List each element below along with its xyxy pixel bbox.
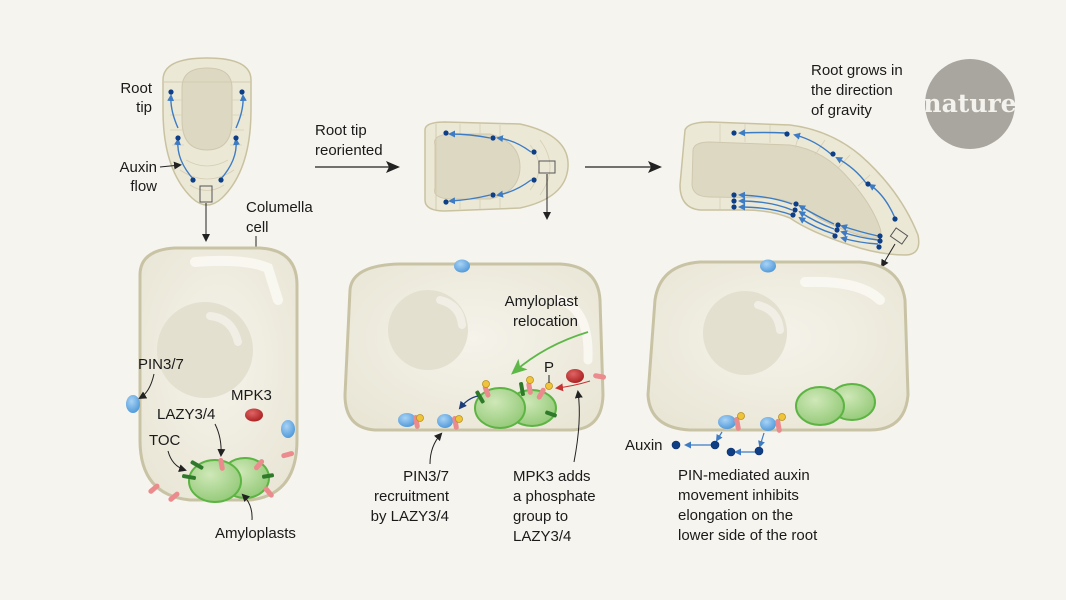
auxin-label: Auxin xyxy=(625,437,663,454)
auxin-dot xyxy=(168,89,174,95)
panel-3-bending-root: Auxin PIN-mediated auxin movement inhibi… xyxy=(625,62,920,544)
toc-label: TOC xyxy=(149,432,181,449)
transition-label-2: reoriented xyxy=(315,142,383,159)
columella-label-2: cell xyxy=(246,219,269,236)
relocation-label-2: relocation xyxy=(513,313,578,330)
pin-recruitment-label-2: recruitment xyxy=(374,488,450,505)
pin-mediated-label-3: elongation on the xyxy=(678,507,793,524)
auxin-molecule xyxy=(754,446,764,456)
auxin-molecule xyxy=(671,440,681,450)
toc-protein xyxy=(190,460,204,470)
auxin-flow-label-1: Auxin xyxy=(119,159,157,176)
lazy-label: LAZY3/4 xyxy=(157,406,215,423)
lazy-protein xyxy=(593,373,607,380)
columella-cell-gravity xyxy=(646,259,910,433)
mpk3-protein xyxy=(566,369,584,383)
amyloplasts xyxy=(474,376,557,429)
relocation-arrow xyxy=(510,331,589,375)
mpk3-label: MPK3 xyxy=(231,387,272,404)
auxin-flow-arrows xyxy=(167,89,247,183)
auxin-molecule xyxy=(726,447,736,457)
phosphate-groups xyxy=(482,376,553,390)
columella-highlight-box xyxy=(538,160,556,174)
auxin-flow-label-2: flow xyxy=(130,178,157,195)
auxin-dot xyxy=(239,89,245,95)
auxin-flow-arrows xyxy=(443,130,537,205)
pin-protein xyxy=(454,259,470,273)
mpk3-adds-label-4: LAZY3/4 xyxy=(513,528,571,545)
nucleus xyxy=(703,291,787,375)
root-tip-label-2: tip xyxy=(136,99,152,116)
mpk3-adds-label-3: group to xyxy=(513,508,568,525)
relocation-label-1: Amyloplast xyxy=(505,293,579,310)
pin-mediated-label-1: PIN-mediated auxin xyxy=(678,467,810,484)
gravity-label-1: Root grows in xyxy=(811,62,903,79)
pin-recruitment-label-3: by LAZY3/4 xyxy=(371,508,449,525)
pin-protein xyxy=(281,420,295,438)
lazy-proteins xyxy=(148,451,295,502)
auxin-dot xyxy=(233,135,239,141)
auxin-efflux xyxy=(671,431,765,457)
auxin-dot xyxy=(175,135,181,141)
auxin-flow-arrows xyxy=(738,129,896,245)
toc-protein xyxy=(181,474,197,480)
root-tip-horizontal xyxy=(424,121,569,220)
root-bending xyxy=(679,121,920,268)
logo-text: nature xyxy=(923,89,1016,118)
pin-label: PIN3/7 xyxy=(138,356,184,373)
panel-1-vertical-root: Root tip Auxin flow Columella cell xyxy=(119,57,313,542)
columella-cell-reoriented xyxy=(343,259,607,432)
pin-lazy-complex xyxy=(718,412,786,433)
columella-highlight-box xyxy=(199,185,213,203)
recruited-pin-lazy-complex xyxy=(398,413,463,430)
nucleus xyxy=(388,290,468,370)
auxin-dots xyxy=(731,130,898,250)
gravity-label-3: of gravity xyxy=(811,102,872,119)
auxin-molecule xyxy=(710,440,720,450)
nucleus xyxy=(157,302,253,398)
root-tip-label-1: Root xyxy=(120,80,153,97)
pin-protein xyxy=(760,259,776,273)
gravity-label-2: the direction xyxy=(811,82,893,99)
mpk3-protein xyxy=(245,408,263,422)
auxin-dot xyxy=(218,177,224,183)
transition-label-1: Root tip xyxy=(315,122,367,139)
amyloplasts-label: Amyloplasts xyxy=(215,525,296,542)
mpk3-adds-label-1: MPK3 adds xyxy=(513,468,591,485)
columella-highlight-box xyxy=(889,227,909,245)
columella-label-1: Columella xyxy=(246,199,313,216)
toc-protein xyxy=(261,473,275,479)
panel-2-reoriented-root: Amyloplast relocation P PIN3/7 recruitme… xyxy=(343,121,607,545)
auxin-dot xyxy=(190,177,196,183)
columella-cell-vertical xyxy=(126,246,299,503)
nature-logo: nature xyxy=(923,59,1017,149)
pin-protein xyxy=(126,395,140,413)
pin-recruitment-label-1: PIN3/7 xyxy=(403,468,449,485)
root-tip-vertical xyxy=(162,57,252,242)
pin-mediated-label-2: movement inhibits xyxy=(678,487,799,504)
mpk3-adds-label-2: a phosphate xyxy=(513,488,596,505)
pin-mediated-label-4: lower side of the root xyxy=(678,527,818,544)
amyloplasts xyxy=(795,383,876,426)
phosphate-label: P xyxy=(544,359,554,376)
